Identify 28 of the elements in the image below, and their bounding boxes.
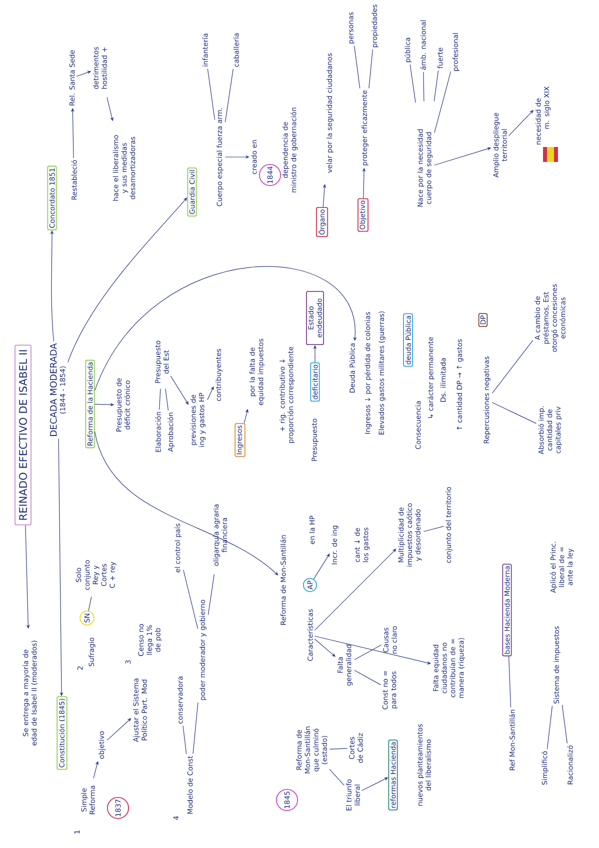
connector-line	[165, 388, 169, 411]
connector-line	[508, 656, 512, 708]
connector-line	[354, 644, 382, 660]
connector-line	[368, 49, 373, 89]
connector-line	[182, 725, 187, 754]
connector-line	[354, 670, 381, 686]
connector-line	[329, 769, 345, 786]
connector-line	[329, 748, 348, 750]
title-box: REINADO EFECTIVO DE ISABEL II	[14, 344, 32, 526]
connector-line	[207, 68, 216, 120]
connector-line	[192, 702, 198, 754]
connector-line	[434, 70, 439, 102]
connector-line	[354, 46, 360, 89]
connector-line	[434, 71, 452, 134]
connector-line	[492, 402, 537, 424]
connector-line	[158, 388, 161, 410]
arrow	[94, 266, 357, 391]
connector-line	[492, 340, 534, 394]
connector-line	[208, 574, 214, 616]
connector-line	[88, 596, 92, 612]
connector-line	[423, 526, 444, 532]
connector-line	[562, 704, 568, 744]
connector-line	[423, 72, 424, 102]
connector-line	[410, 64, 416, 103]
connector-line	[224, 68, 234, 122]
arrow	[314, 548, 396, 631]
connector-line	[546, 706, 553, 750]
connector-line	[183, 570, 198, 630]
